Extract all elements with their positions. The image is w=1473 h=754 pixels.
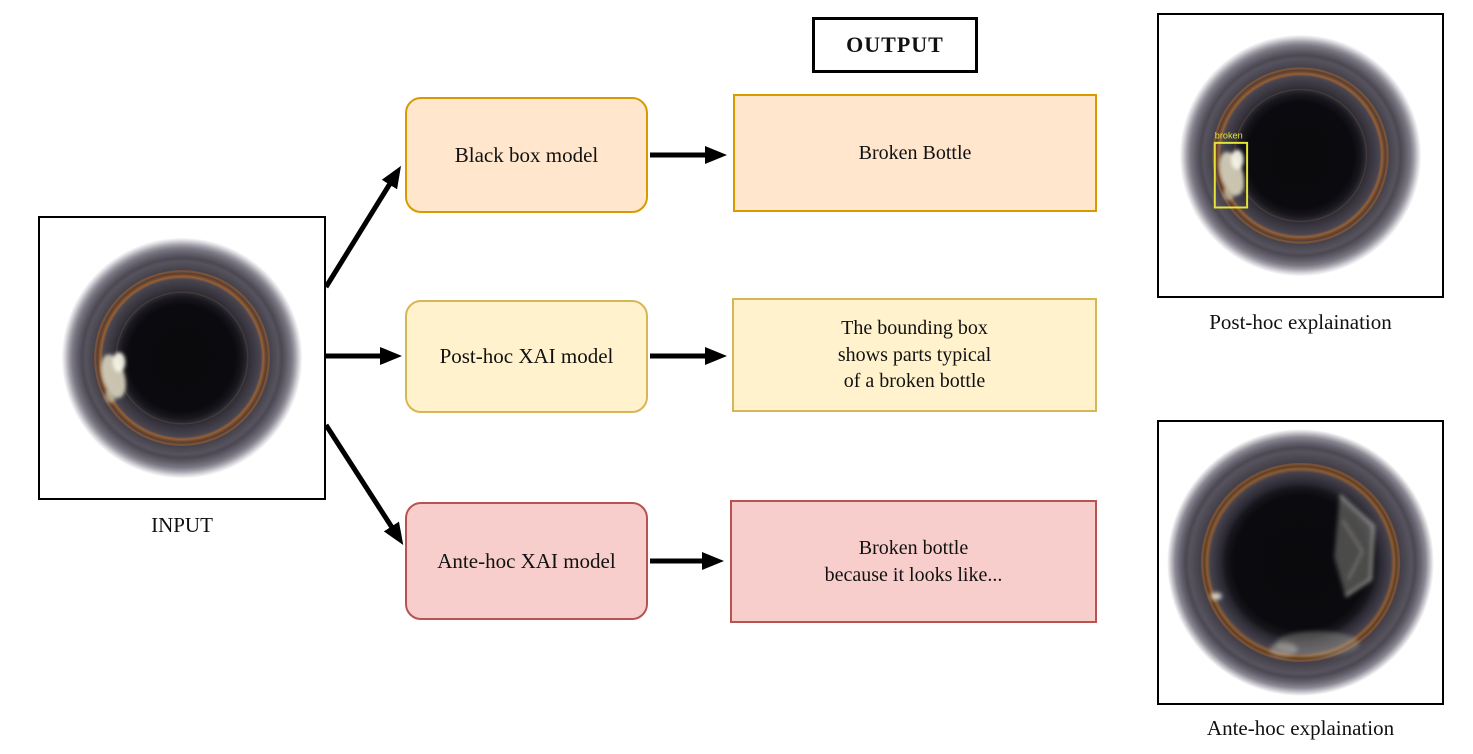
output-line: Broken bottle bbox=[858, 537, 969, 560]
input-image-frame bbox=[38, 216, 326, 500]
output-line: of a broken bottle bbox=[843, 370, 986, 393]
input-caption: INPUT bbox=[151, 513, 213, 537]
broken-chip-highlight bbox=[1219, 149, 1245, 201]
output-line: shows parts typical bbox=[837, 343, 992, 366]
arrow-input-to-antehoc bbox=[323, 423, 404, 545]
detection-bounding-box: broken bbox=[1213, 131, 1249, 209]
arrow-input-to-blackbox bbox=[323, 165, 402, 289]
bbox-label: broken bbox=[1215, 131, 1243, 141]
ante-hoc-xai-model-label: Ante-hoc XAI model bbox=[437, 548, 616, 573]
ante-hoc-xai-model-node: Ante-hoc XAI model bbox=[405, 502, 648, 620]
ante-hoc-output-node: Broken bottle because it looks like... bbox=[730, 500, 1097, 623]
bottle-input-image bbox=[61, 237, 303, 479]
output-line: because it looks like... bbox=[824, 563, 1003, 586]
broken-debris-highlight bbox=[1210, 592, 1360, 657]
post-hoc-output-node: The bounding box shows parts typical of … bbox=[732, 298, 1097, 412]
post-hoc-explanation-frame: broken bbox=[1157, 13, 1444, 298]
post-hoc-xai-model-node: Post-hoc XAI model bbox=[405, 300, 648, 413]
glass-shard bbox=[1334, 494, 1375, 598]
post-hoc-explanation-caption: Post-hoc explaination bbox=[1209, 310, 1392, 334]
ante-hoc-explanation-frame bbox=[1157, 420, 1444, 705]
output-title-box: OUTPUT bbox=[812, 17, 978, 73]
output-line: The bounding box bbox=[841, 317, 988, 340]
black-box-model-label: Black box model bbox=[454, 142, 599, 167]
post-hoc-xai-model-label: Post-hoc XAI model bbox=[439, 344, 614, 368]
bottle-antehoc-image bbox=[1167, 429, 1434, 696]
black-box-model-node: Black box model bbox=[405, 97, 648, 213]
bottle-posthoc-image: broken bbox=[1179, 34, 1422, 277]
output-line: Broken Bottle bbox=[858, 141, 972, 164]
broken-chip-highlight bbox=[100, 352, 126, 403]
black-box-output-node: Broken Bottle bbox=[733, 94, 1097, 212]
ante-hoc-explanation-caption: Ante-hoc explaination bbox=[1206, 716, 1395, 740]
